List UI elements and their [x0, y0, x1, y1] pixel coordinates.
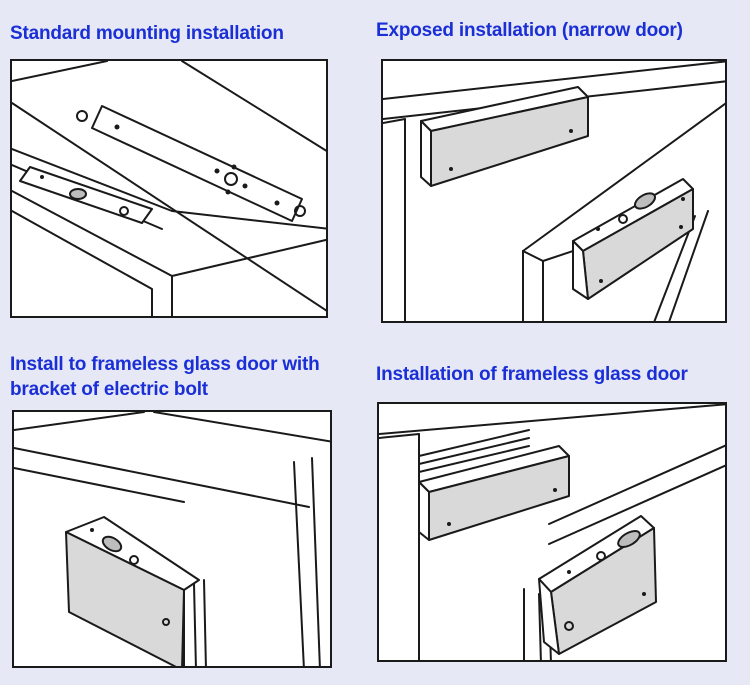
exposed-installation-drawing — [383, 61, 725, 321]
frameless-glass-door-drawing — [379, 404, 725, 660]
caption-glass-door-bracket-line1: Install to frameless glass door with — [10, 354, 320, 375]
caption-glass-door-bracket-line2: bracket of electric bolt — [10, 379, 208, 400]
diagram-frameless-glass-door — [377, 402, 727, 662]
diagram-standard-mounting — [10, 59, 328, 318]
diagram-glass-door-bracket — [12, 410, 332, 668]
caption-exposed-installation: Exposed installation (narrow door) — [376, 20, 683, 41]
caption-frameless-glass-door: Installation of frameless glass door — [376, 364, 688, 385]
standard-mounting-drawing — [12, 61, 326, 316]
glass-bolt-lock-front — [65, 531, 185, 666]
glass-door-bracket-drawing — [14, 412, 330, 666]
bolt-hole — [69, 188, 87, 200]
diagram-exposed-installation — [381, 59, 727, 323]
caption-standard-mounting: Standard mounting installation — [10, 23, 284, 44]
exposed-lock-bolt-hole — [634, 192, 656, 210]
